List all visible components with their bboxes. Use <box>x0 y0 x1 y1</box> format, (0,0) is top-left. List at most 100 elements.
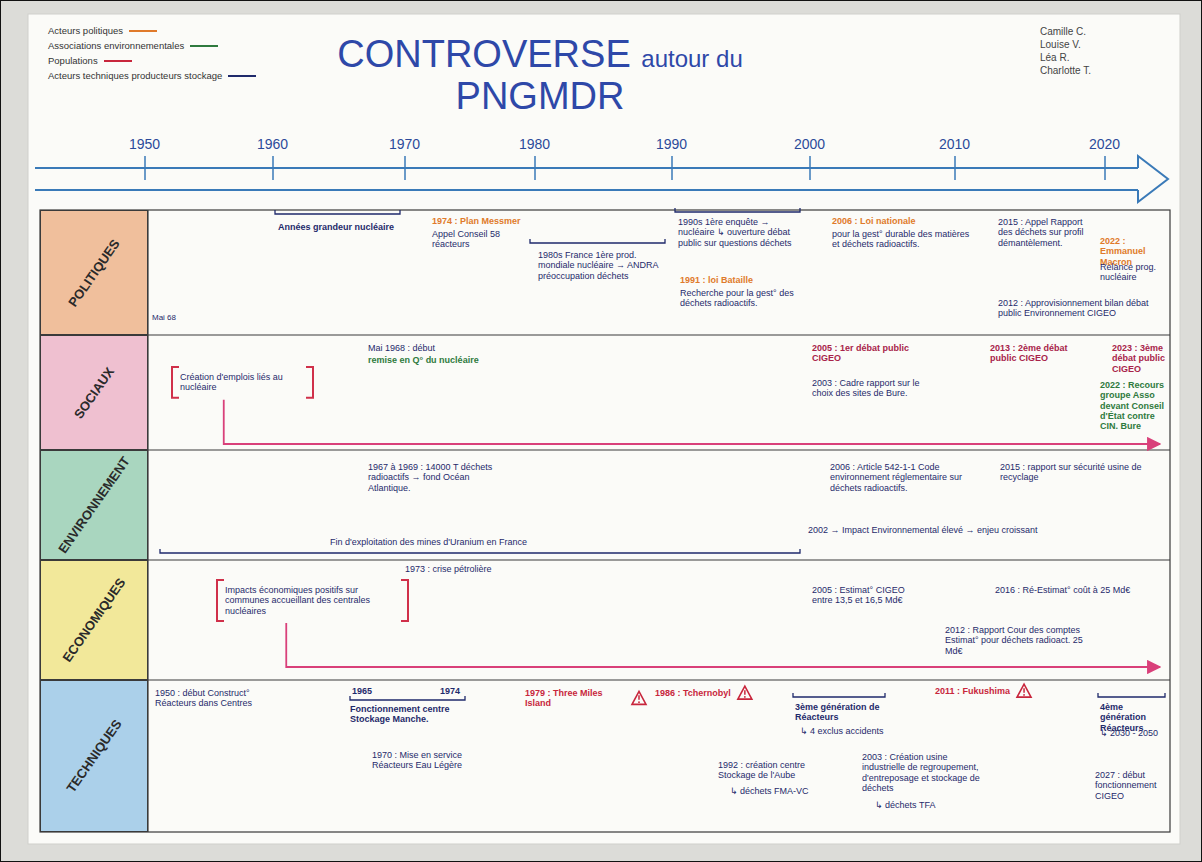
legend-text: Acteurs politiques <box>48 25 123 36</box>
warning-mark <box>638 695 640 700</box>
period-line <box>160 549 800 553</box>
legend-text: Acteurs techniques producteurs stockage <box>48 70 222 81</box>
category-name: TECHNIQUES <box>63 717 124 795</box>
category-name: SOCIAUX <box>71 364 117 421</box>
category-name: ENVIRONNEMENT <box>55 454 133 556</box>
event-note: 1970 : Mise en service Réacteurs Eau Lég… <box>372 750 492 771</box>
year-tick <box>954 156 956 180</box>
year-tick <box>1104 156 1106 180</box>
event-note: 1973 : crise pétrolière <box>405 564 492 574</box>
event-note: Années grandeur nucléaire <box>278 222 394 232</box>
category-name: ECONOMIQUES <box>59 575 128 665</box>
event-note: 2012 : Rapport Cour des comptes Estimat°… <box>945 625 1095 656</box>
warning-dot <box>744 696 746 698</box>
period-line <box>530 239 665 243</box>
year-label: 1980 <box>519 136 550 152</box>
warning-triangle <box>1017 684 1031 697</box>
legend-swatch <box>104 60 132 62</box>
event-note: 2005 : Estimat° CIGEO entre 13,5 et 16,5… <box>812 585 927 606</box>
year-label: 1970 <box>389 136 420 152</box>
event-note: 1986 : Tchernobyl <box>655 688 731 698</box>
event-note: 3ème génération de Réacteurs <box>795 702 885 723</box>
event-note: 1974 <box>440 686 460 696</box>
event-note: Impacts économiques positifs sur commune… <box>225 585 400 616</box>
poster-title: CONTROVERSE autour du PNGMDR <box>318 34 762 118</box>
event-note: 2012 : Approvisionnement bilan débat pub… <box>998 298 1158 319</box>
warning-mark <box>744 690 746 695</box>
warning-dot <box>638 701 640 703</box>
year-tick <box>404 156 406 180</box>
category-name: POLITIQUES <box>65 236 122 309</box>
period-line <box>675 208 800 212</box>
event-note: ↳ déchets TFA <box>875 800 935 810</box>
bracket <box>306 367 313 398</box>
event-note: Fin d'exploitation des mines d'Uranium e… <box>330 537 527 547</box>
legend-text: Associations environnementales <box>48 40 184 51</box>
event-note: 2006 : Article 542-1-1 Code environnemen… <box>830 462 980 493</box>
year-label: 1960 <box>257 136 288 152</box>
bracket <box>172 367 179 398</box>
legend-swatch <box>129 30 157 32</box>
event-note: 2002 → Impact Environnemental élevé → en… <box>808 525 1038 535</box>
event-note: 1967 à 1969 : 14000 T déchets radioactif… <box>368 462 513 493</box>
trend-arrow <box>286 623 1160 667</box>
bracket <box>401 580 408 621</box>
legend-swatch <box>228 75 256 77</box>
event-note: 2023 : 3ème débat public CIGEO <box>1112 343 1167 374</box>
legend-swatch <box>190 45 218 47</box>
event-note: 2005 : 1er débat public CIGEO <box>812 343 922 364</box>
year-tick <box>671 156 673 180</box>
author-name: Charlotte T. <box>1040 65 1091 77</box>
author-name: Léa R. <box>1040 52 1069 64</box>
event-note: 1974 : Plan Messmer <box>432 216 521 226</box>
category-band: ENVIRONNEMENT <box>40 450 148 560</box>
year-label: 2020 <box>1089 136 1120 152</box>
legend-item: Associations environnementales <box>48 41 218 52</box>
poster-sheet <box>28 14 1180 844</box>
event-note: 1980s France 1ère prod. mondiale nucléai… <box>538 250 668 281</box>
year-label: 2010 <box>939 136 970 152</box>
author-name: Louise V. <box>1040 39 1081 51</box>
event-note: 2003 : Création usine industrielle de re… <box>862 752 992 793</box>
warning-triangle-outline <box>632 691 646 704</box>
legend-item: Acteurs techniques producteurs stockage <box>48 71 256 82</box>
table-frame <box>40 210 1170 832</box>
event-note: ↳ déchets FMA-VC <box>730 786 809 796</box>
event-note: Fonctionnement centre Stockage Manche. <box>350 704 490 725</box>
author-name: Camille C. <box>1040 26 1086 38</box>
year-tick <box>534 156 536 180</box>
row-divider <box>40 679 1170 680</box>
event-note: 2015 : Appel Rapport des déchets sur pro… <box>998 217 1093 248</box>
event-note: 2006 : Loi nationale <box>832 216 916 226</box>
event-note: 2027 : début fonctionnement CIGEO <box>1095 770 1170 801</box>
period-line <box>1098 693 1165 697</box>
year-label: 1950 <box>129 136 160 152</box>
legend-item: Populations <box>48 56 132 67</box>
event-note: 2011 : Fukushima <box>935 686 1010 696</box>
year-label: 1990 <box>656 136 687 152</box>
warning-triangle <box>738 686 752 699</box>
event-note: 2013 : 2ème débat public CIGEO <box>990 343 1080 364</box>
trend-arrow <box>224 400 1160 444</box>
warning-mark <box>1023 688 1025 693</box>
event-note: 2022 : Recours groupe Asso devant Consei… <box>1100 380 1168 432</box>
bracket <box>217 580 224 621</box>
event-note: 1965 <box>352 686 372 696</box>
event-note: Relance prog. nucléaire <box>1100 262 1166 283</box>
period-line <box>793 693 885 697</box>
warning-triangle-outline <box>738 686 752 699</box>
event-note: 1950 : début Construct° Réacteurs dans C… <box>155 688 270 709</box>
row-divider <box>40 559 1170 560</box>
warning-triangle-outline <box>1017 684 1031 697</box>
category-band: SOCIAUX <box>40 335 148 450</box>
category-band: POLITIQUES <box>40 210 148 335</box>
legend-text: Populations <box>48 55 98 66</box>
event-note: ↳ 2030 - 2050 <box>1100 728 1158 738</box>
event-note: Appel Conseil 58 réacteurs <box>432 229 532 250</box>
warning-triangle <box>632 691 646 704</box>
event-note: 2015 : rapport sur sécurité usine de rec… <box>1000 462 1160 483</box>
warning-dot <box>1023 694 1025 696</box>
timeline-arrow <box>35 167 1138 169</box>
